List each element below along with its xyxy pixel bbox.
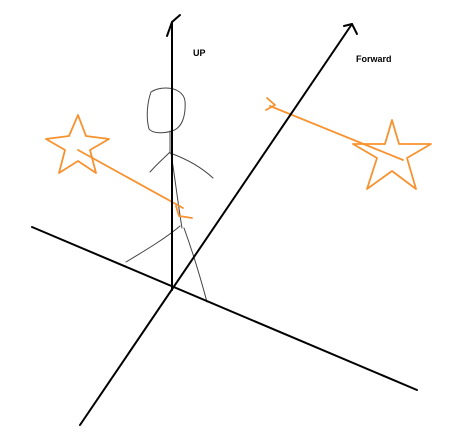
- axes: [31, 14, 418, 426]
- figure-left-arm: [149, 151, 171, 173]
- left-right-angle-mark: [175, 205, 193, 219]
- figure-right-leg: [183, 227, 208, 303]
- up-axis-arrowhead: [166, 14, 181, 37]
- figure-head: [146, 87, 186, 134]
- up-axis-label: UP: [193, 48, 206, 58]
- left-star-icon: [45, 114, 110, 174]
- forward-axis-label: Forward: [356, 54, 392, 64]
- right-star-icon: [352, 119, 432, 190]
- forward-axis-arrowhead: [343, 23, 358, 35]
- left-orange-line: [77, 149, 184, 209]
- right-right-angle-mark: [265, 97, 276, 111]
- side-axis: [31, 226, 418, 391]
- accent-annotations: [45, 97, 432, 219]
- forward-axis: [79, 23, 353, 426]
- figure-right-arm: [169, 152, 214, 179]
- stick-figure: [125, 87, 214, 303]
- figure-left-leg: [125, 225, 181, 263]
- right-orange-line: [269, 105, 404, 161]
